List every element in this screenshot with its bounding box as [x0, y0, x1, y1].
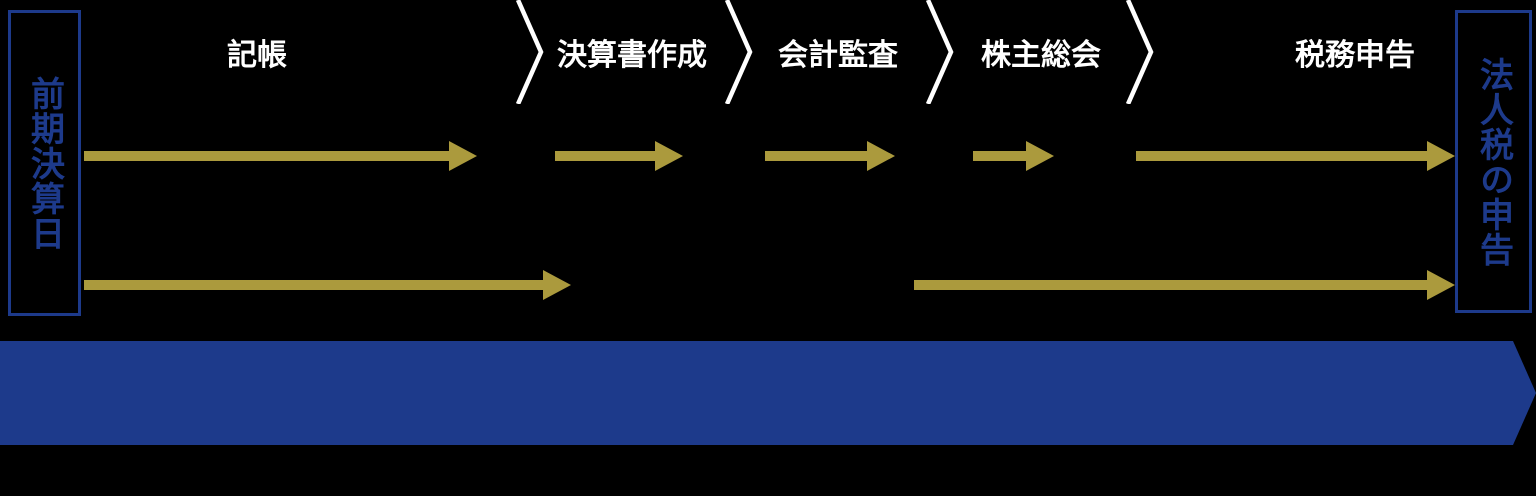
chevron-right-icon — [925, 0, 954, 104]
chevron-right-icon — [724, 0, 753, 104]
arrow-right-icon — [555, 141, 683, 171]
end-milestone-box: 法人税の申告 — [1455, 10, 1532, 313]
stage-label-kabunushi-sokai: 株主総会 — [981, 39, 1101, 72]
arrow-tail — [765, 151, 867, 161]
arrow-head — [1026, 141, 1054, 171]
arrow-tail — [84, 280, 543, 290]
stage-label-kicho: 記帳 — [227, 39, 287, 72]
arrow-head — [449, 141, 477, 171]
arrow-tail — [84, 151, 449, 161]
arrow-head — [1427, 141, 1455, 171]
arrow-right-icon — [765, 141, 895, 171]
arrow-head — [867, 141, 895, 171]
arrow-head — [1427, 270, 1455, 300]
arrow-right-icon — [84, 270, 571, 300]
arrow-tail — [973, 151, 1026, 161]
process-banner — [0, 341, 1536, 445]
arrow-tail — [914, 280, 1427, 290]
arrow-right-icon — [973, 141, 1054, 171]
arrow-head — [543, 270, 571, 300]
start-milestone-label: 前期決算日 — [24, 75, 65, 251]
arrow-head — [655, 141, 683, 171]
stage-label-zeimu-shinkoku: 税務申告 — [1295, 39, 1415, 72]
stage-label-kaikei-kansa: 会計監査 — [778, 39, 898, 72]
arrow-tail — [1136, 151, 1427, 161]
arrow-tail — [555, 151, 655, 161]
end-milestone-label: 法人税の申告 — [1473, 56, 1514, 267]
start-milestone-box: 前期決算日 — [8, 10, 81, 316]
stage-label-kessansho-sakusei: 決算書作成 — [557, 39, 707, 72]
chevron-right-icon — [515, 0, 544, 104]
chevron-right-icon — [1125, 0, 1154, 104]
arrow-right-icon — [84, 141, 477, 171]
arrow-right-icon — [1136, 141, 1455, 171]
arrow-right-icon — [914, 270, 1455, 300]
